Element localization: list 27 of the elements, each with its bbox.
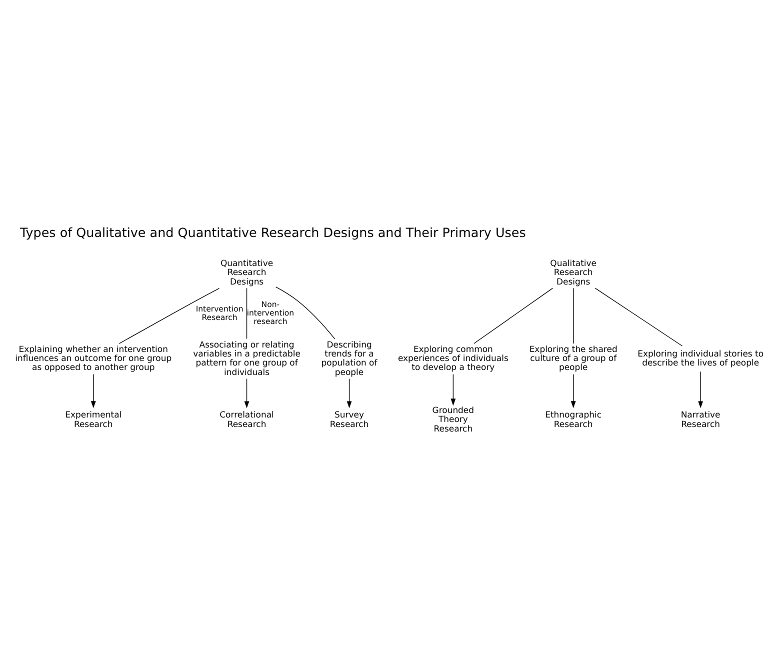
node-text: Associating or relating variables in a predictable pattern for one group of individuals bbox=[193, 339, 300, 377]
connector bbox=[276, 286, 336, 340]
arrow bbox=[570, 374, 576, 408]
connector bbox=[474, 288, 554, 344]
arrow bbox=[244, 378, 250, 408]
node-text: Ethnographic Research bbox=[545, 410, 602, 429]
node-text: Exploring individual stories to describe the lives of people bbox=[638, 348, 764, 368]
node-text: Quantitative Research Designs bbox=[220, 258, 274, 286]
connector bbox=[118, 288, 220, 344]
connector bbox=[246, 288, 248, 340]
node-text: Experimental Research bbox=[65, 410, 122, 429]
connector bbox=[572, 288, 574, 344]
node-text: Survey Research bbox=[330, 410, 369, 429]
arrow bbox=[90, 374, 96, 408]
node-text: Explaining whether an intervention influences an outcome for one group as opposed to another group bbox=[15, 344, 172, 372]
node-text: Correlational Research bbox=[220, 410, 274, 429]
node-text: Describing trends for a population of people bbox=[321, 339, 378, 377]
node-text: Qualitative Research Designs bbox=[550, 258, 597, 286]
diagram-title: Types of Qualitative and Quantitative Research Designs and Their Primary Uses bbox=[20, 224, 526, 240]
arrow bbox=[450, 374, 456, 406]
arrow bbox=[698, 371, 704, 408]
arrow bbox=[346, 378, 352, 408]
node-text: Exploring the shared culture of a group of people bbox=[529, 344, 618, 372]
node-text: Grounded Theory Research bbox=[432, 404, 474, 434]
node-text: Exploring common experiences of individuals to develop a theory bbox=[398, 344, 508, 372]
node-text: Narrative Research bbox=[680, 410, 720, 429]
connector bbox=[594, 288, 683, 346]
